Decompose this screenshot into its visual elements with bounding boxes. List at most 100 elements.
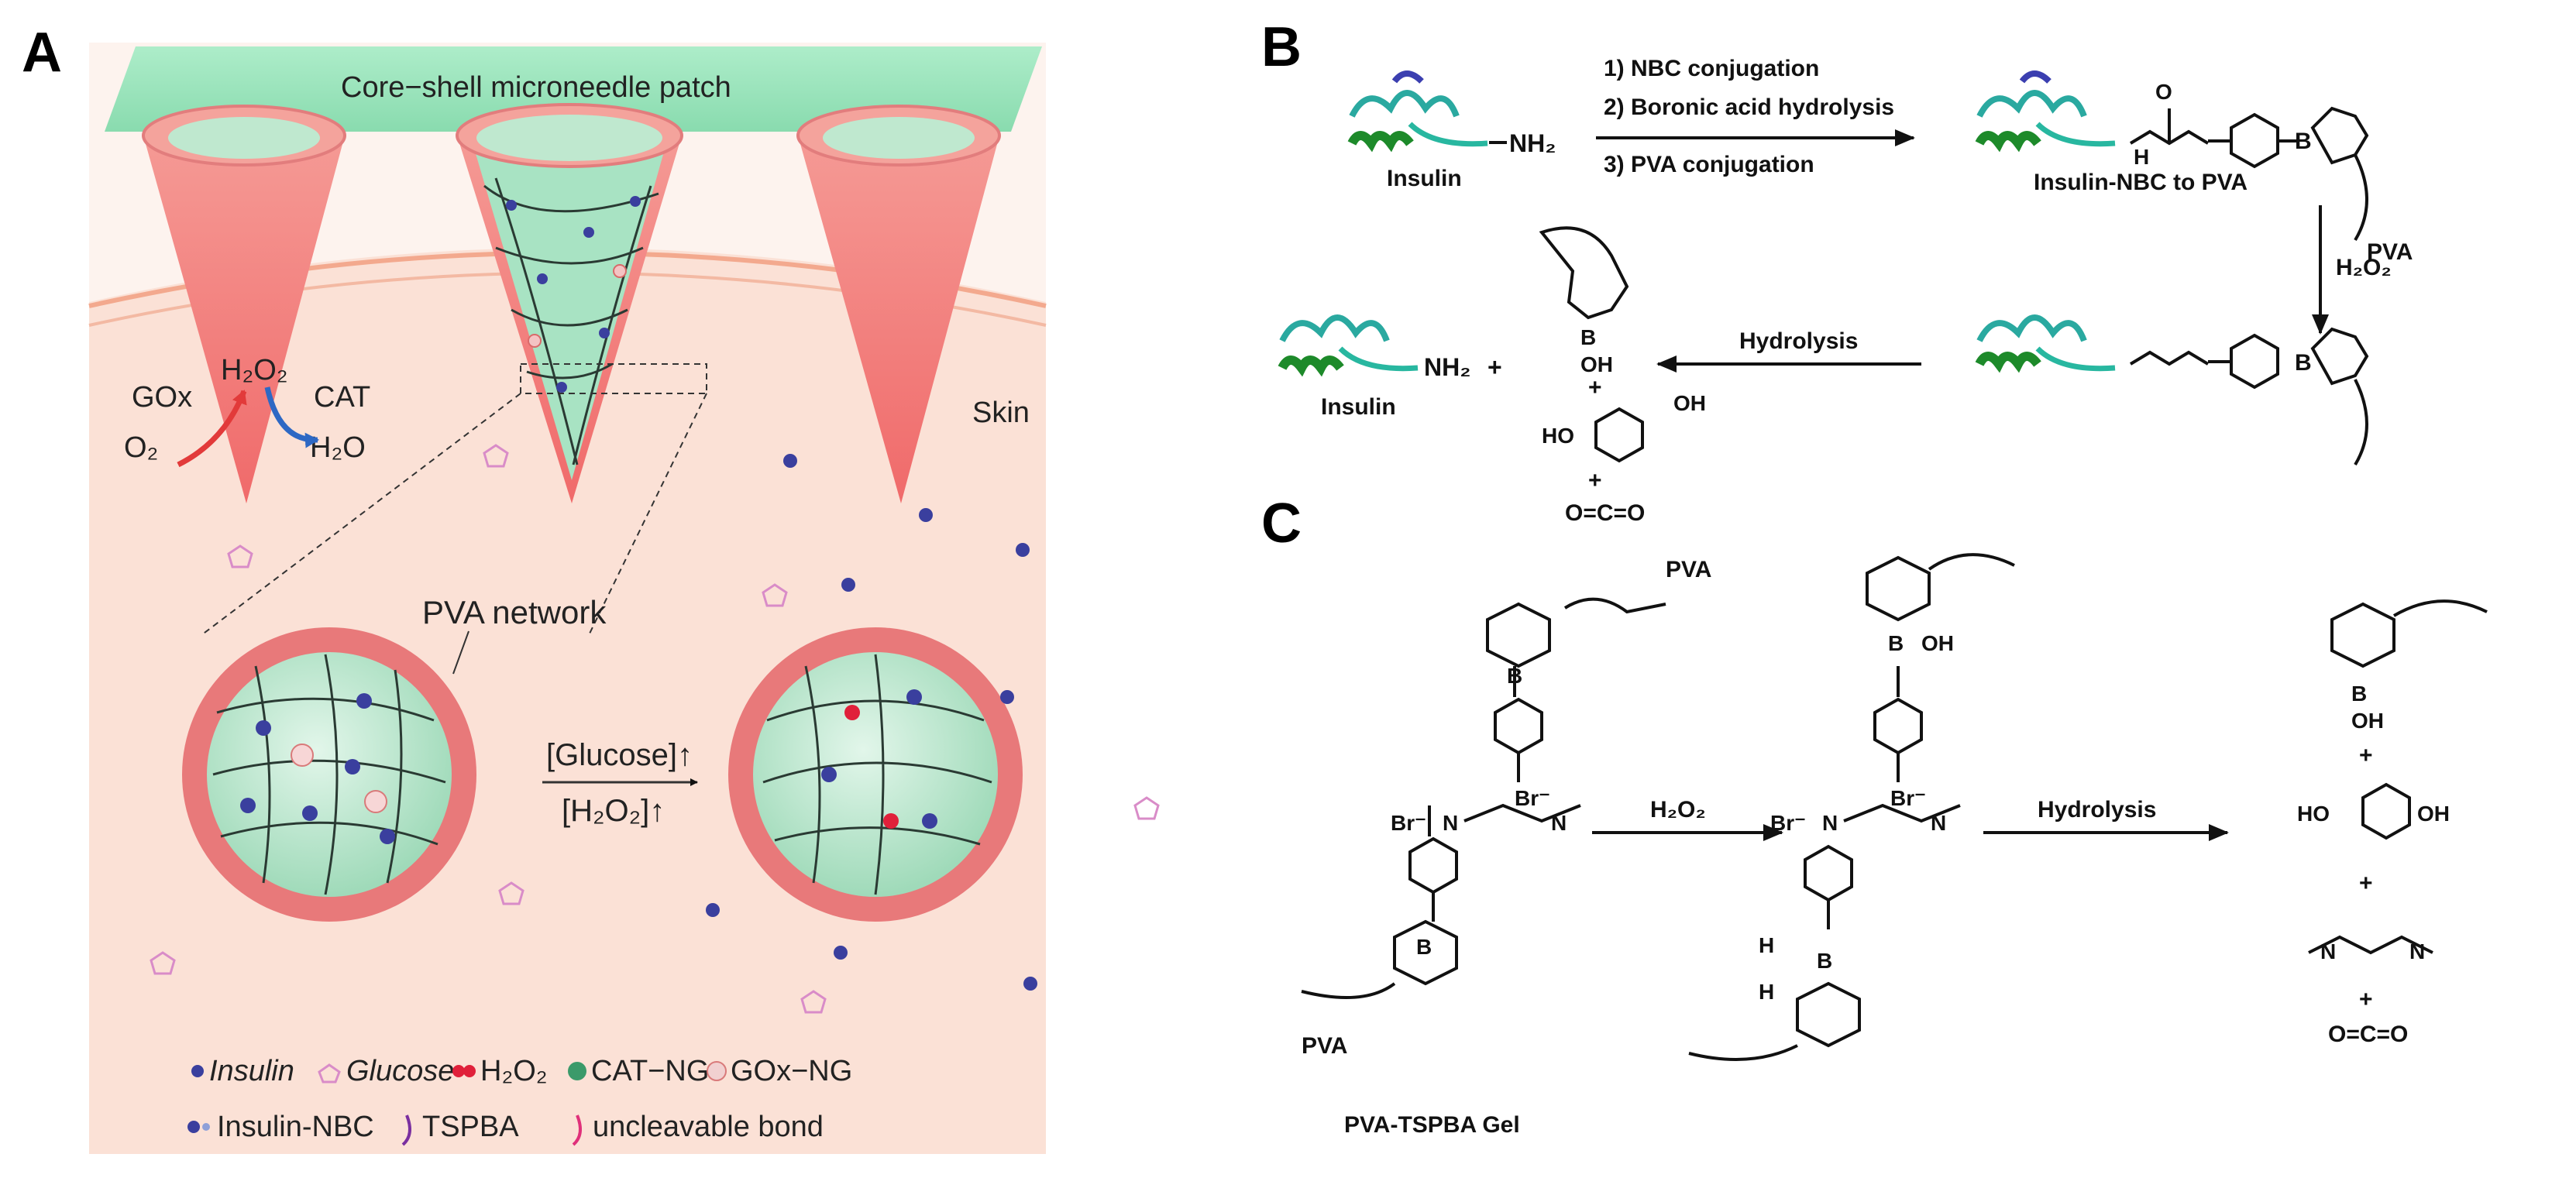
o2-label: O₂ <box>124 431 158 464</box>
gox-label: GOx <box>132 381 192 414</box>
h2o2-increase-label: [H₂O₂]↑ <box>562 794 665 828</box>
legend-tspba: TSPBA <box>422 1111 519 1143</box>
panel-a-legend: Insulin Glucose H₂O₂ CAT−NG GOx−NG Insul… <box>187 1055 852 1146</box>
products-c <box>2308 599 2488 955</box>
plus-b3: + <box>1588 468 1602 493</box>
insulin-label-b1: Insulin <box>1387 166 1462 191</box>
insulin-nbc-structure <box>1975 70 2369 242</box>
ho-c: HO <box>2297 802 2330 826</box>
pva-bottom-label: PVA <box>1302 1033 1347 1059</box>
legend-h2o2: H₂O₂ <box>480 1055 548 1087</box>
boron-c2: B <box>1416 935 1432 959</box>
panel-b-letter: B <box>1261 16 1302 78</box>
plus-c1: + <box>2359 743 2373 768</box>
zoom-line-left <box>201 393 521 636</box>
br-c1: Br⁻ <box>1391 811 1426 835</box>
cat-label: CAT <box>314 381 370 414</box>
step2-label: 2) Boronic acid hydrolysis <box>1604 94 1894 120</box>
h2o2-label-b: H₂O₂ <box>2336 255 2392 280</box>
oh-c1: OH <box>1921 631 1954 655</box>
boron-b2: B <box>2295 350 2312 376</box>
panel-c: C PVA B Br⁻ N Br⁻ N B PVA PVA-TSPBA Gel … <box>1261 493 2488 1138</box>
carbamate-n: H <box>2134 145 2149 169</box>
plus-c2: + <box>2359 871 2373 896</box>
skin-label: Skin <box>972 397 1030 429</box>
h2o-label: H₂O <box>310 431 366 464</box>
n-c6: N <box>2409 939 2425 963</box>
pva-label-b: PVA <box>2367 239 2413 265</box>
br-c4: Br⁻ <box>1890 786 1926 810</box>
pva-top-label: PVA <box>1666 557 1711 582</box>
panel-c-letter: C <box>1261 493 1302 555</box>
plus-c3: + <box>2359 987 2373 1012</box>
oxidized-crosslinker <box>1688 553 2015 1061</box>
h-c2: H <box>1759 980 1774 1004</box>
glucose-increase-label: [Glucose]↑ <box>546 738 693 772</box>
boron-b3: B <box>1580 325 1596 349</box>
br-c2: Br⁻ <box>1515 786 1550 810</box>
h-c1: H <box>1759 933 1774 957</box>
n-c5: N <box>2320 939 2336 963</box>
boron-b1: B <box>2295 129 2312 154</box>
insulin-nbc-pva-label: Insulin-NBC to PVA <box>2034 170 2248 195</box>
panel-a-letter: A <box>22 22 62 84</box>
gel-label: PVA-TSPBA Gel <box>1344 1112 1520 1138</box>
plus-b2: + <box>1588 375 1602 400</box>
legend-gox-ng: GOx−NG <box>731 1055 852 1087</box>
h2o2-label-c: H₂O₂ <box>1650 797 1706 823</box>
ho-b: HO <box>1542 424 1574 448</box>
br-c3: Br⁻ <box>1770 811 1806 835</box>
microneedle-right <box>796 105 1001 503</box>
co2-b: O=C=O <box>1565 500 1645 526</box>
h2o2-label: H₂O₂ <box>221 354 288 386</box>
nanogel-before <box>182 627 476 922</box>
gox-arrow <box>177 390 247 468</box>
boron-c4: B <box>1817 949 1832 973</box>
n-c2: N <box>1551 811 1567 835</box>
legend-insulin: Insulin <box>209 1055 294 1087</box>
insulin-label-b2: Insulin <box>1321 394 1396 420</box>
boron-c1: B <box>1507 664 1522 688</box>
microneedle-patch <box>105 46 1042 132</box>
insulin-structure-1 <box>1347 70 1488 153</box>
microneedle-left <box>142 105 346 503</box>
insulin-structure-released <box>1278 314 1419 377</box>
microneedle-middle <box>456 103 683 503</box>
panel-b: B Insulin NH₂ 1) NBC conjugation 2) Boro… <box>1261 16 2413 526</box>
legend-uncleavable: uncleavable bond <box>593 1111 824 1143</box>
n-c3: N <box>1822 811 1838 835</box>
boron-c5: B <box>2351 682 2367 706</box>
zoom-box <box>520 363 707 394</box>
pva-network-label: PVA network <box>422 594 607 630</box>
plus-b1: + <box>1487 353 1502 381</box>
step1-label: 1) NBC conjugation <box>1604 56 1819 81</box>
oxidized-intermediate <box>1975 314 2369 466</box>
step3-label: 3) PVA conjugation <box>1604 152 1814 177</box>
patch-label: Core−shell microneedle patch <box>341 71 731 104</box>
boronic-ester-product-b <box>1539 226 1629 320</box>
nh2-label: NH₂ <box>1509 129 1556 157</box>
cat-arrow <box>264 386 319 448</box>
nanogel-after <box>728 627 1023 922</box>
legend-cat-ng: CAT−NG <box>591 1055 709 1087</box>
skin-layer <box>89 248 1046 1154</box>
oh-b2: OH <box>1673 391 1706 415</box>
hydrolysis-label-b: Hydrolysis <box>1739 328 1858 354</box>
panel-a: A Skin Core−shell microneedle patch <box>22 22 1160 1154</box>
nh2-label-2: NH₂ <box>1424 353 1470 381</box>
legend-glucose: Glucose <box>346 1055 454 1087</box>
pva-network-pointer <box>452 630 469 675</box>
n-c1: N <box>1443 811 1458 835</box>
free-molecules <box>150 444 1160 1014</box>
n-c4: N <box>1931 811 1946 835</box>
legend-insulin-nbc: Insulin-NBC <box>217 1111 374 1143</box>
hydroxybenzyl-alcohol-b <box>1594 407 1644 463</box>
tspba-crosslinker <box>1301 597 1666 999</box>
carbamate-o: O <box>2155 80 2172 104</box>
zoom-line-right <box>588 393 707 636</box>
boron-c3: B <box>1888 631 1904 655</box>
hydrolysis-label-c: Hydrolysis <box>2038 797 2156 823</box>
oh-c3: OH <box>2417 802 2450 826</box>
co2-c: O=C=O <box>2328 1022 2408 1047</box>
